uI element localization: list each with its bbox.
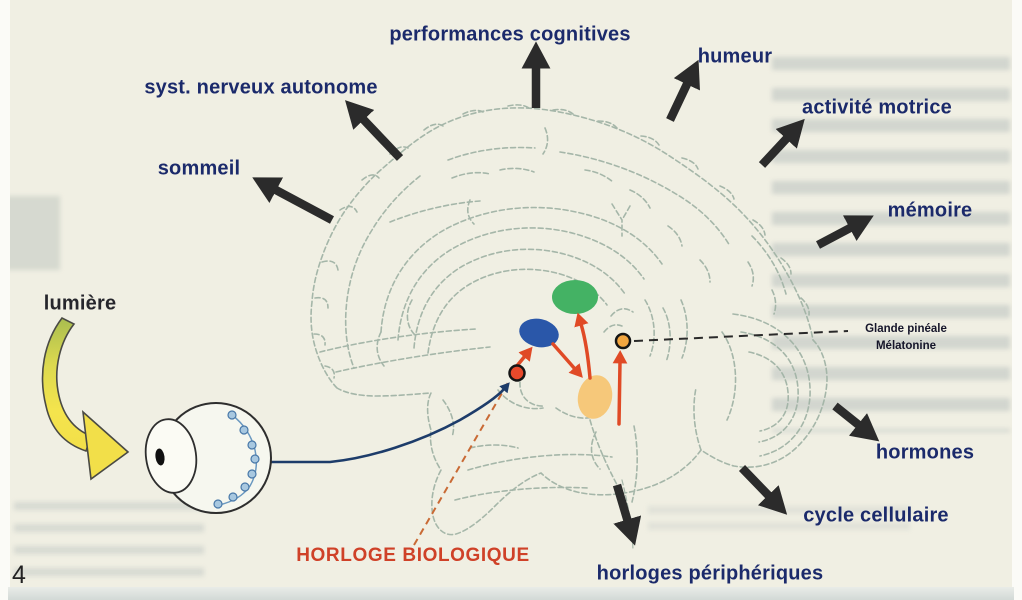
label-glande-pineale: Glande pinéale bbox=[865, 323, 947, 335]
eye-diagram bbox=[144, 402, 272, 514]
arrow-cycle-cellulaire bbox=[738, 465, 788, 515]
pineal-callout-dashed-line bbox=[633, 330, 849, 342]
label-activite-motrice: activité motrice bbox=[802, 96, 952, 119]
pathway-blue-to-orange bbox=[551, 342, 583, 378]
page-edge-left bbox=[0, 0, 10, 600]
arrow-memoire bbox=[816, 215, 874, 249]
arrow-activite-motrice bbox=[758, 118, 805, 168]
brain-sketch bbox=[310, 104, 828, 551]
scn-node bbox=[508, 364, 526, 382]
pineal-gland-node bbox=[614, 332, 632, 350]
optic-nerve-path bbox=[261, 382, 510, 464]
cerebellum-sketch bbox=[693, 313, 811, 457]
clock-callout-dashed-line bbox=[413, 380, 510, 546]
arrow-hormones bbox=[832, 402, 880, 442]
green-nucleus bbox=[552, 280, 598, 314]
arrow-syst-nerveux-autonome bbox=[345, 100, 404, 161]
pathway-orange-to-green bbox=[574, 312, 592, 380]
eye-pupil bbox=[155, 448, 165, 466]
arrow-horloges-peripheriques bbox=[612, 483, 642, 546]
brain-gyri-scallops bbox=[313, 104, 810, 379]
light-arrow bbox=[41, 316, 130, 481]
light-arrow-head bbox=[81, 410, 130, 481]
light-arrow-band bbox=[41, 316, 92, 453]
brainstem-sketch bbox=[589, 419, 638, 551]
pathway-to-pineal bbox=[612, 350, 628, 426]
label-horloges-peripheriques: horloges périphériques bbox=[596, 562, 824, 585]
label-humeur: humeur bbox=[697, 45, 773, 68]
orange-nucleus bbox=[577, 375, 613, 419]
blue-nucleus bbox=[519, 318, 559, 348]
brain-outline bbox=[310, 107, 828, 536]
label-horloge-biologique: HORLOGE BIOLOGIQUE bbox=[296, 545, 530, 566]
arrow-humeur bbox=[666, 59, 700, 122]
pathway-arrows bbox=[514, 312, 628, 426]
output-arrows bbox=[252, 41, 880, 546]
label-syst-nerveux-autonome: syst. nerveux autonome bbox=[144, 76, 378, 99]
label-hormones: hormones bbox=[875, 441, 975, 464]
page-edge-bottom bbox=[8, 587, 1014, 600]
retina-cells bbox=[213, 410, 260, 509]
arrow-sommeil bbox=[252, 177, 335, 224]
label-performances-cognitives: performances cognitives bbox=[389, 23, 631, 46]
label-lumiere: lumière bbox=[43, 292, 117, 315]
eye-lens bbox=[144, 418, 198, 494]
figure-number: 4 bbox=[12, 561, 26, 589]
label-melatonine: Mélatonine bbox=[875, 340, 937, 352]
label-sommeil: sommeil bbox=[157, 157, 241, 180]
page-edge-right bbox=[1012, 0, 1022, 600]
label-cycle-cellulaire: cycle cellulaire bbox=[803, 504, 949, 527]
label-memoire: mémoire bbox=[887, 199, 973, 222]
label-glande-pineale-melatonine: Glande pinéale Mélatonine bbox=[865, 321, 947, 355]
